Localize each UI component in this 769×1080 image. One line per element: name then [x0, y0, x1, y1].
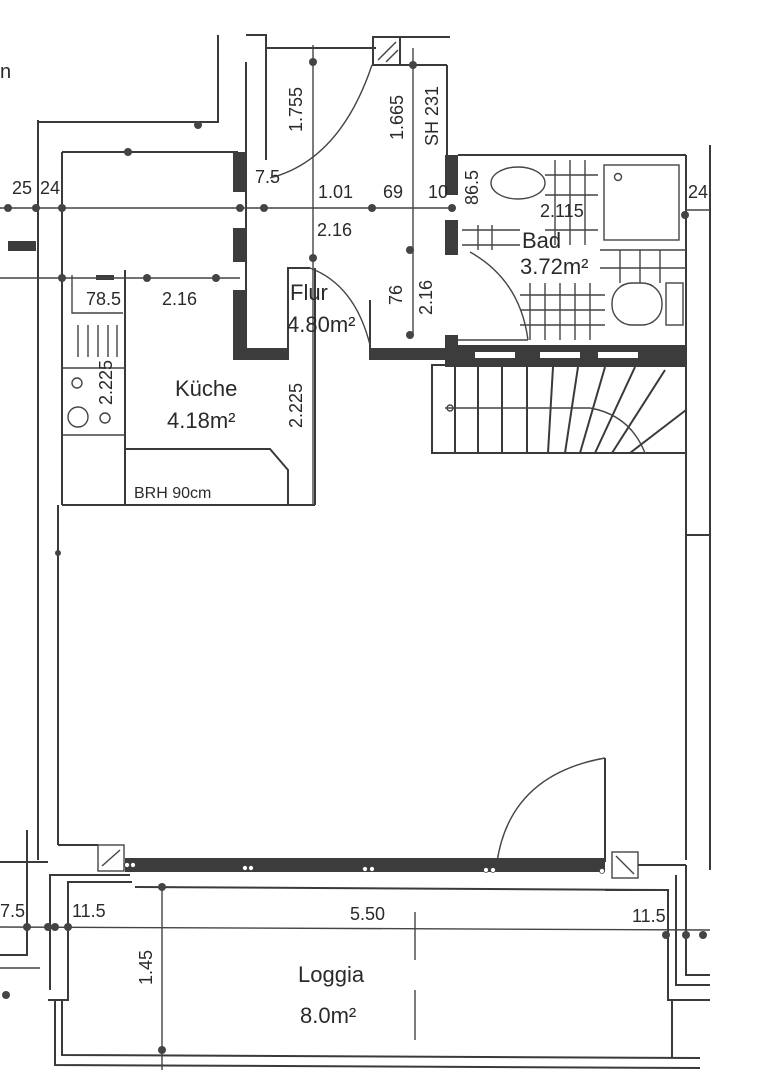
room-area-kueche: 4.18m² [167, 408, 235, 433]
sill-height-label: SH 231 [422, 86, 442, 146]
room-name-loggia: Loggia [298, 962, 365, 987]
dimension-lines [0, 45, 711, 1070]
kitchen [62, 268, 316, 506]
edge-text-fragment: n [0, 61, 11, 83]
dim-24: 24 [40, 178, 60, 198]
staircase [431, 364, 687, 454]
dim-25: 25 [12, 178, 32, 198]
room-name-kueche: Küche [175, 376, 237, 401]
room-area-loggia: 8.0m² [300, 1003, 356, 1028]
dim-11-5-left: 11.5 [72, 901, 106, 921]
dim-11-5-right: 11.5 [632, 906, 666, 926]
room-area-bad: 3.72m² [520, 254, 588, 279]
dim-1-665: 1.665 [387, 95, 407, 140]
dim-1-01: 1.01 [318, 182, 353, 202]
room-name-flur: Flur [290, 280, 328, 305]
dim-86-5: 86.5 [462, 170, 482, 205]
doors [269, 64, 710, 863]
dimension-labels: 25 24 7.5 1.01 69 10 2.16 1.755 1.665 SH… [0, 86, 708, 985]
dim-2-16-kitchen: 2.16 [162, 289, 197, 309]
dim-78-5: 78.5 [86, 289, 121, 309]
loggia-structure [0, 830, 710, 1069]
dim-2-16-vertical: 2.16 [416, 280, 436, 315]
dim-2-115: 2.115 [540, 201, 584, 221]
dim-1-755: 1.755 [286, 87, 306, 132]
dim-2-225-counter: 2.225 [96, 360, 116, 405]
dim-7-5: 7.5 [255, 167, 280, 187]
room-name-bad: Bad [522, 228, 561, 253]
room-labels: Küche 4.18m² Flur 4.80m² Bad 3.72m² Logg… [0, 61, 588, 1028]
bathroom-fixtures [462, 160, 686, 340]
dim-24-right: 24 [688, 182, 708, 202]
dim-loggia-width: 5.50 [350, 904, 385, 924]
dimension-ticks [2, 58, 707, 1054]
dim-10: 10 [428, 182, 448, 202]
dim-69: 69 [383, 182, 403, 202]
outer-walls [8, 34, 711, 870]
dim-7-5-loggia: 7.5 [0, 901, 25, 921]
dim-loggia-depth: 1.45 [136, 950, 156, 985]
parapet-height-label: BRH 90cm [134, 485, 211, 502]
dim-2-16-horizontal: 2.16 [317, 220, 352, 240]
room-area-flur: 4.80m² [287, 312, 355, 337]
dim-2-225-kitchen: 2.225 [286, 383, 306, 428]
dim-76: 76 [386, 285, 406, 305]
